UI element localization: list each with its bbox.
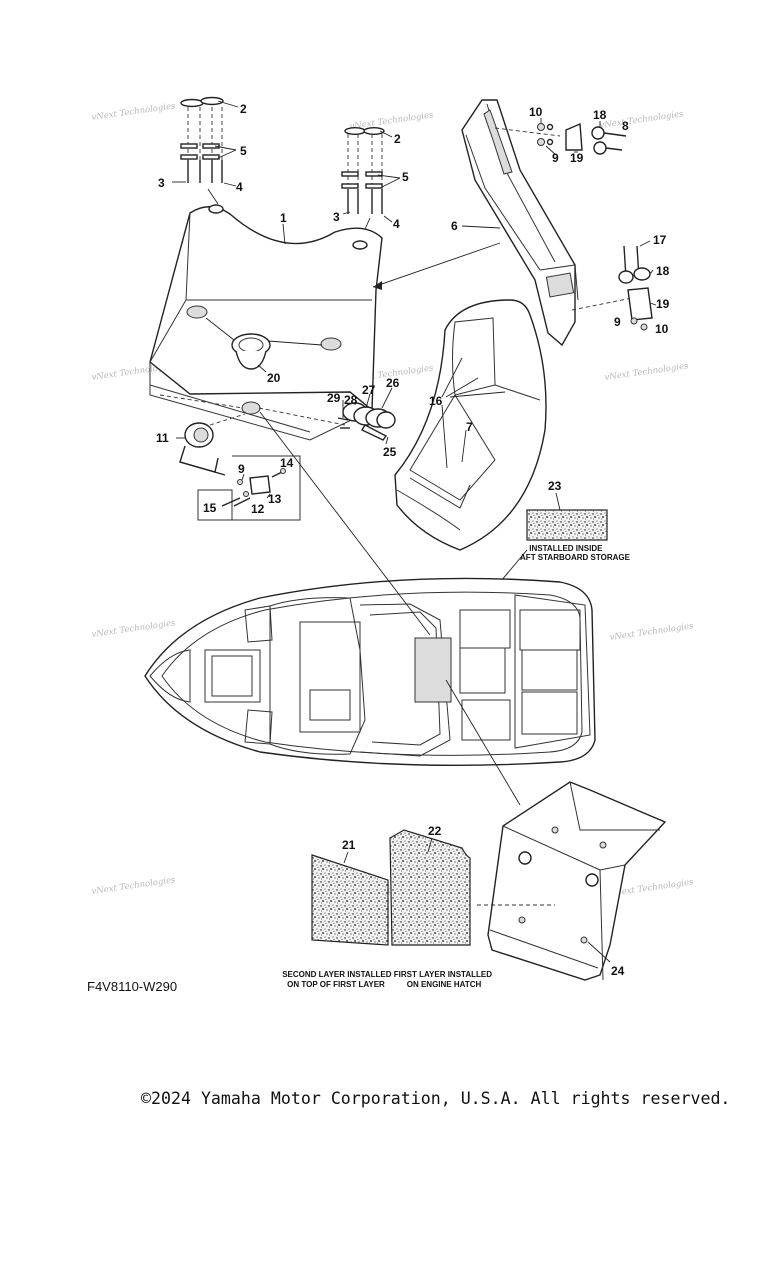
watermark: vNext Technologies <box>604 361 690 383</box>
callout-9: 9 <box>552 151 559 165</box>
callout-2: 2 <box>240 102 247 116</box>
callout-8: 8 <box>622 119 629 133</box>
note-part-21: SECOND LAYER INSTALLED ON TOP OF FIRST L… <box>282 970 394 989</box>
callout-19: 19 <box>570 151 584 165</box>
callout-10: 10 <box>529 105 543 119</box>
callout-14: 14 <box>280 456 294 470</box>
fastener-stack-left <box>172 96 239 205</box>
callout-5: 5 <box>402 170 409 184</box>
callout-27: 27 <box>362 383 376 397</box>
callout-15: 15 <box>203 501 217 515</box>
watermark: vNext Technologies <box>91 101 177 123</box>
note-part-23: INSTALLED INSIDE AFT STARBOARD STORAGE <box>520 544 631 562</box>
callout-1: 1 <box>280 211 287 225</box>
callout-13: 13 <box>268 492 282 506</box>
callout-2: 2 <box>394 132 401 146</box>
boat-top-view <box>144 411 596 806</box>
watermark: vNext Technologies <box>91 618 177 640</box>
callout-29: 29 <box>327 391 341 405</box>
callout-17: 17 <box>653 233 667 247</box>
bracket-top <box>537 118 627 156</box>
callout-5: 5 <box>240 144 247 158</box>
part-20-cup-holder <box>205 317 323 373</box>
callout-19: 19 <box>656 297 670 311</box>
callout-18: 18 <box>593 108 607 122</box>
part-24-engine-hatch <box>477 781 667 981</box>
callout-11: 11 <box>156 431 169 445</box>
watermark: vNext Technologies <box>91 875 177 897</box>
callout-28: 28 <box>344 393 358 407</box>
callout-26: 26 <box>386 376 400 390</box>
callout-25: 25 <box>383 445 397 459</box>
callout-3: 3 <box>158 176 165 190</box>
callout-4: 4 <box>393 217 400 231</box>
part-6-tower-arm <box>461 99 633 347</box>
fastener-stack-right <box>341 126 401 237</box>
callout-6: 6 <box>451 219 458 233</box>
callouts: 1 2 2 3 3 4 4 5 5 6 7 8 9 9 9 10 10 11 1… <box>156 102 670 978</box>
copyright-footer: ©2024 Yamaha Motor Corporation, U.S.A. A… <box>141 1089 731 1108</box>
callout-23: 23 <box>548 479 562 493</box>
notes: INSTALLED INSIDE AFT STARBOARD STORAGE S… <box>282 544 630 989</box>
bracket-bottom <box>618 240 657 331</box>
callout-24: 24 <box>611 964 625 978</box>
callout-9: 9 <box>238 462 245 476</box>
callout-22: 22 <box>428 824 442 838</box>
callout-7: 7 <box>466 420 473 434</box>
callout-12: 12 <box>251 502 265 516</box>
watermark: vNext Technologies <box>609 621 695 643</box>
callout-18: 18 <box>656 264 670 278</box>
diagram-code: F4V8110-W290 <box>87 979 178 994</box>
callout-10: 10 <box>655 322 669 336</box>
part-7-cushion <box>394 299 547 551</box>
part-1-console <box>149 204 501 441</box>
foam-sheets <box>311 829 471 946</box>
callout-16: 16 <box>429 394 443 408</box>
part-11-fitting <box>176 413 246 476</box>
callout-9: 9 <box>614 315 621 329</box>
speaker-assembly <box>337 387 396 445</box>
hardware-kit-box <box>197 455 301 521</box>
callout-4: 4 <box>236 180 243 194</box>
callout-21: 21 <box>342 838 356 852</box>
note-part-22: FIRST LAYER INSTALLED ON ENGINE HATCH <box>394 970 494 989</box>
callout-3: 3 <box>333 210 340 224</box>
callout-20: 20 <box>267 371 281 385</box>
watermark: vNext Technologies <box>599 109 685 131</box>
